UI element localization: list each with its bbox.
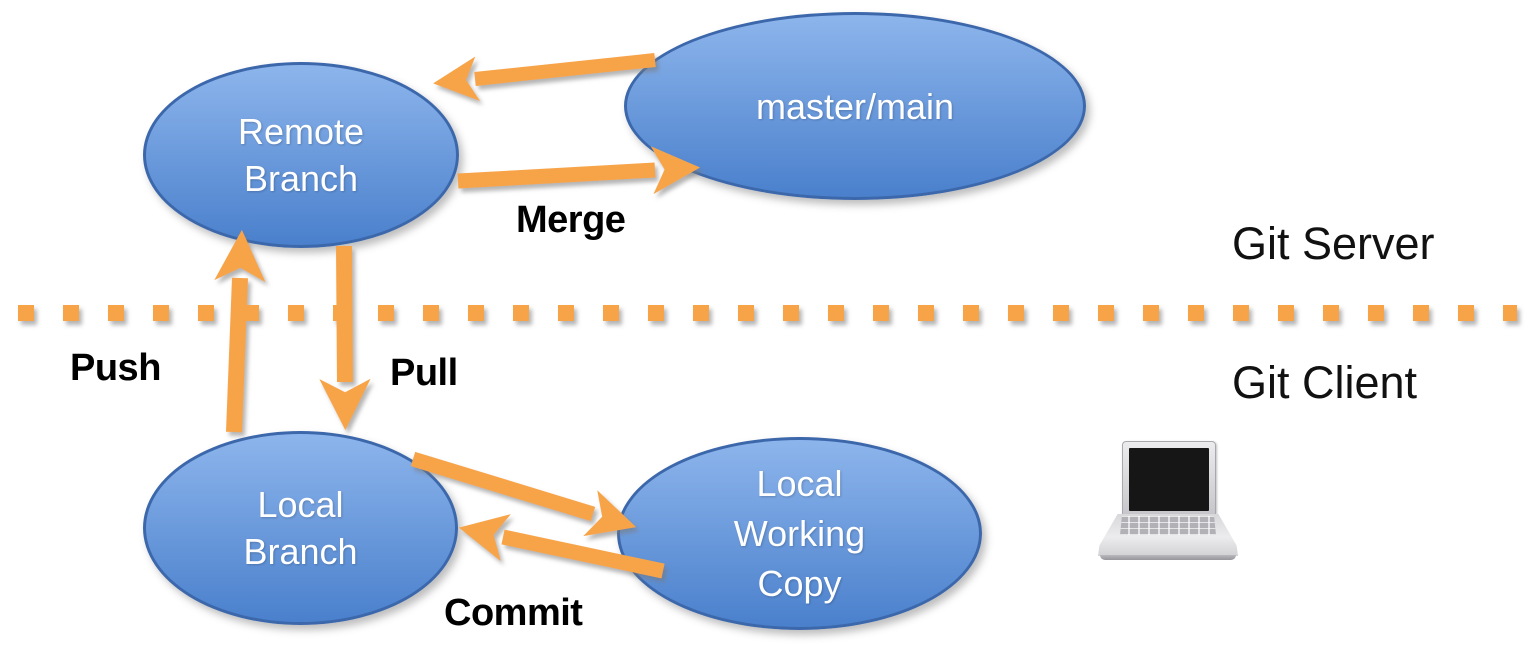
git-client-label: Git Client — [1232, 357, 1418, 408]
node-local-working-copy: Local Working Copy — [617, 437, 982, 630]
node-master-main-label: master/main — [755, 85, 955, 127]
pull-arrow — [319, 245, 371, 431]
node-local-working-copy-label: Copy — [757, 562, 842, 604]
merge-arrow — [457, 146, 701, 195]
node-remote-branch: Remote Branch — [143, 62, 459, 248]
node-master-main: master/main — [624, 12, 1086, 200]
master-to-remote-arrow — [433, 53, 656, 101]
push-label: Push — [70, 347, 161, 389]
merge-label: Merge — [516, 199, 626, 241]
commit-label: Commit — [444, 592, 583, 634]
laptop-screen — [1129, 448, 1209, 511]
laptop-keyboard — [1120, 516, 1216, 535]
laptop-icon — [1098, 438, 1238, 564]
laptop-bottom-edge — [1100, 555, 1236, 560]
node-local-working-copy-label: Local — [756, 462, 843, 504]
node-local-branch-label: Local — [257, 484, 344, 525]
node-local-branch: Local Branch — [143, 431, 458, 625]
node-local-branch-label: Branch — [243, 531, 358, 572]
pull-label: Pull — [390, 352, 458, 394]
node-remote-branch-label: Branch — [243, 158, 359, 199]
node-local-working-copy-label: Working — [733, 512, 866, 554]
push-arrow — [214, 229, 266, 433]
laptop-lid — [1122, 441, 1216, 517]
node-remote-branch-label: Remote — [237, 111, 365, 152]
git-server-label: Git Server — [1232, 218, 1435, 269]
